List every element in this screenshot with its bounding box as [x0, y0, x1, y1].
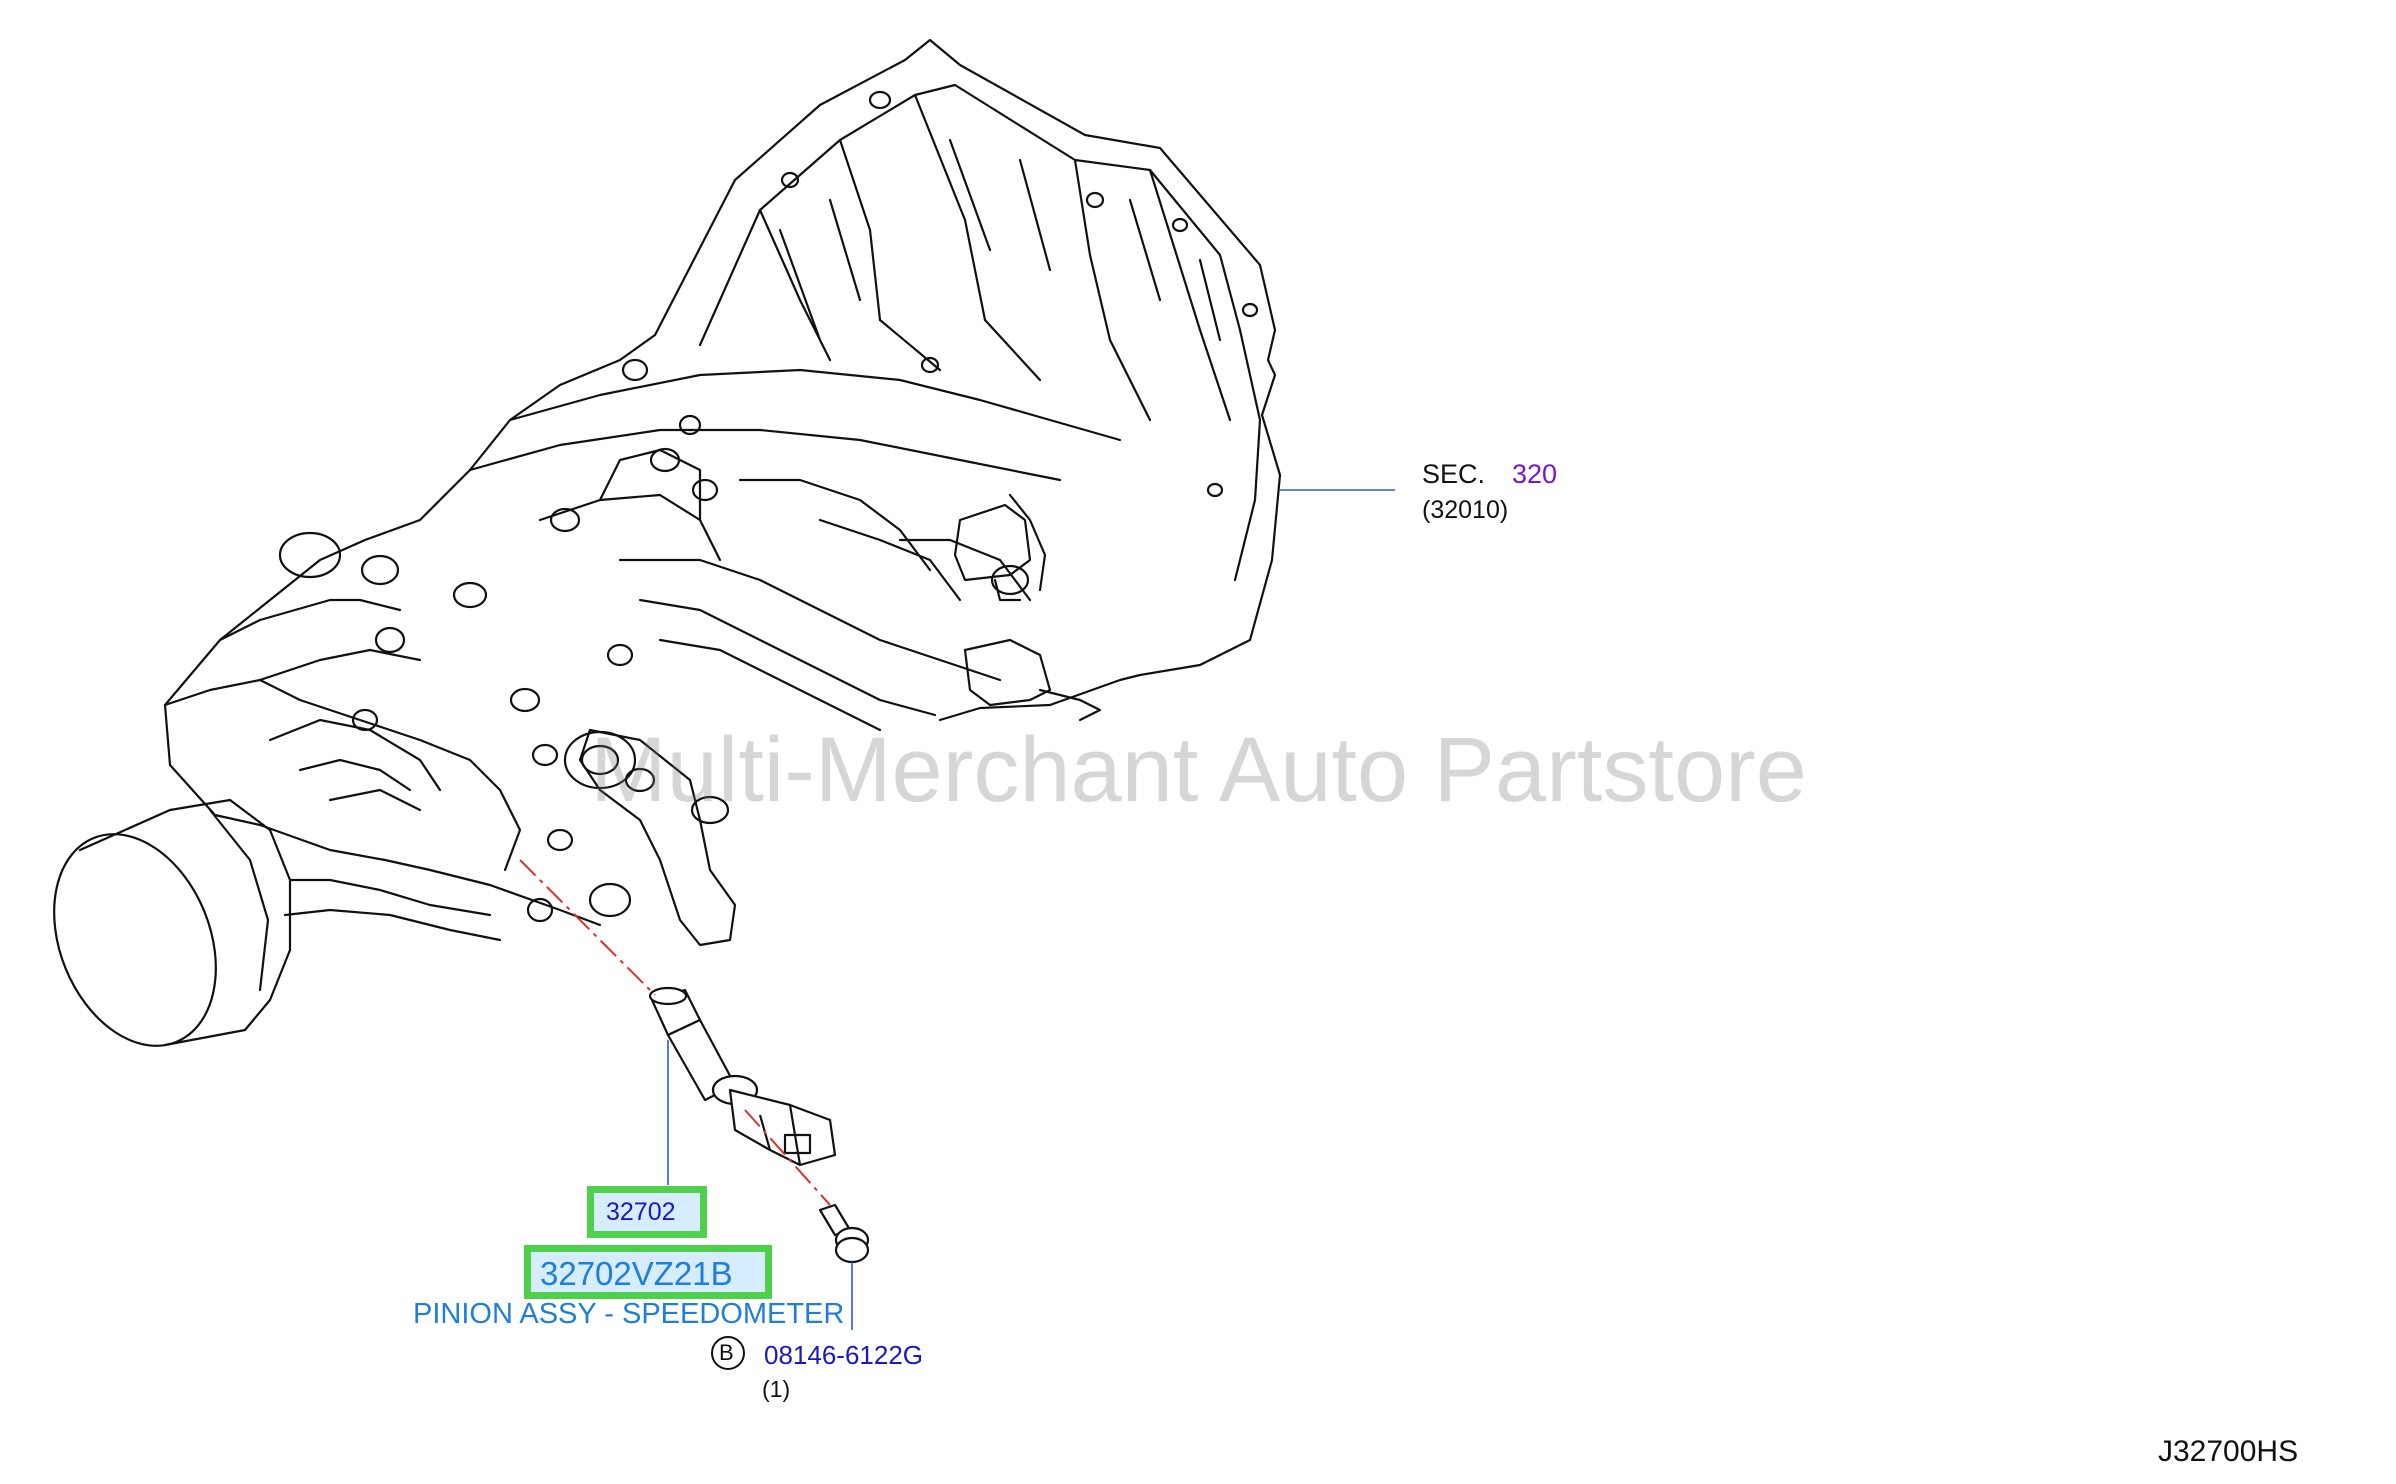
bell-housing-inner: [698, 83, 1242, 347]
bolt-axis: [744, 1109, 831, 1206]
transmission-housing: [53, 38, 1282, 1047]
output-flange-face: [53, 833, 217, 1047]
bolt-part-number[interactable]: 08146-6122G: [764, 1340, 924, 1370]
shift-bracket: [578, 728, 737, 947]
watermark: Multi-Merchant Auto Partstore: [590, 719, 1807, 821]
bolt-drawing: [818, 1203, 870, 1264]
leader-lines: [667, 489, 1395, 1330]
part-name: PINION ASSY - SPEEDOMETER: [413, 1298, 845, 1330]
section-link[interactable]: 320: [1512, 459, 1558, 489]
pinion-head: [728, 1088, 837, 1167]
part-ref[interactable]: 32702: [606, 1198, 676, 1226]
axis-lines: [519, 859, 831, 1206]
bell-housing-outline: [653, 38, 1282, 722]
part-number[interactable]: 32702VZ21B: [540, 1255, 733, 1292]
bolt-quantity: (1): [762, 1376, 791, 1402]
output-flange-side: [78, 798, 292, 1047]
section-sub-ref: (32010): [1422, 496, 1509, 524]
rear-extension: [163, 678, 522, 872]
part-ref-highlight: [587, 1186, 707, 1238]
bolt-mark: B: [719, 1340, 734, 1365]
section-prefix: SEC.: [1422, 459, 1486, 489]
diagram-code: J32700HS: [2158, 1435, 2299, 1468]
speedometer-pinion-drawing: [648, 986, 837, 1167]
pinion-axis: [519, 859, 656, 996]
main-case: [163, 333, 657, 927]
bolt-mark-circle: [711, 1336, 745, 1370]
part-number-highlight: [524, 1245, 772, 1299]
